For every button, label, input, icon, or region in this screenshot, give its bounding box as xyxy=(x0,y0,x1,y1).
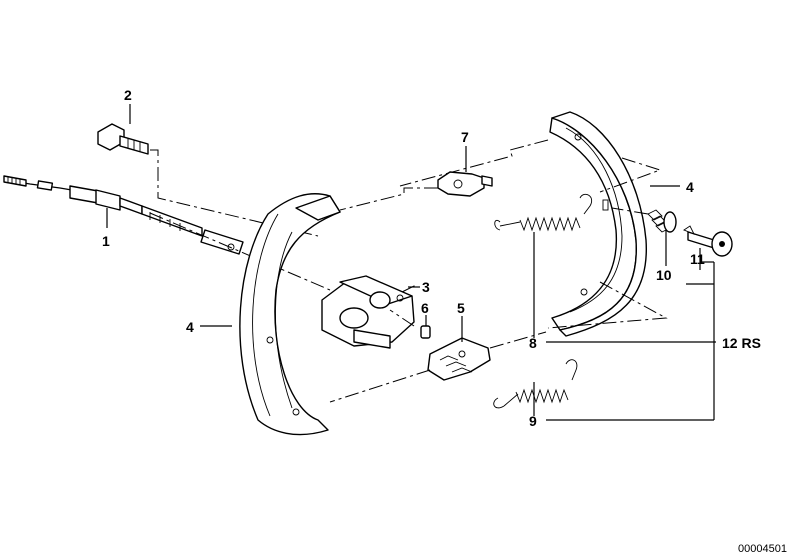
part-7-adjuster xyxy=(339,171,493,211)
part-5-adjuster xyxy=(329,331,547,403)
label-8: 8 xyxy=(529,335,537,351)
label-9: 9 xyxy=(529,413,537,429)
label-12-rs: 12 RS xyxy=(722,335,761,351)
label-4-left: 4 xyxy=(186,319,194,335)
label-3: 3 xyxy=(422,279,430,295)
part-2-bolt xyxy=(97,123,319,237)
part-11-hold-down-pin xyxy=(683,225,733,257)
part-9-lower-spring xyxy=(493,359,578,409)
part-1-cable xyxy=(3,175,331,291)
label-5: 5 xyxy=(457,300,465,316)
part-4-right-brake-shoe xyxy=(399,111,668,337)
part-4-left-brake-shoe xyxy=(239,193,341,436)
label-2: 2 xyxy=(124,87,132,103)
label-10: 10 xyxy=(656,267,672,283)
part-3-bracket xyxy=(321,275,418,349)
label-11: 11 xyxy=(690,251,705,267)
leader-lines xyxy=(106,104,716,421)
label-4-right: 4 xyxy=(686,179,694,195)
label-6: 6 xyxy=(421,300,429,316)
part-labels: 2 1 7 4 4 3 6 5 8 9 10 11 12 RS xyxy=(102,87,761,429)
label-7: 7 xyxy=(461,129,469,145)
part-10-spring-cup xyxy=(611,207,677,233)
label-1: 1 xyxy=(102,233,110,249)
part-8-upper-spring xyxy=(494,193,592,232)
diagram-reference-number: 00004501 xyxy=(738,543,787,555)
